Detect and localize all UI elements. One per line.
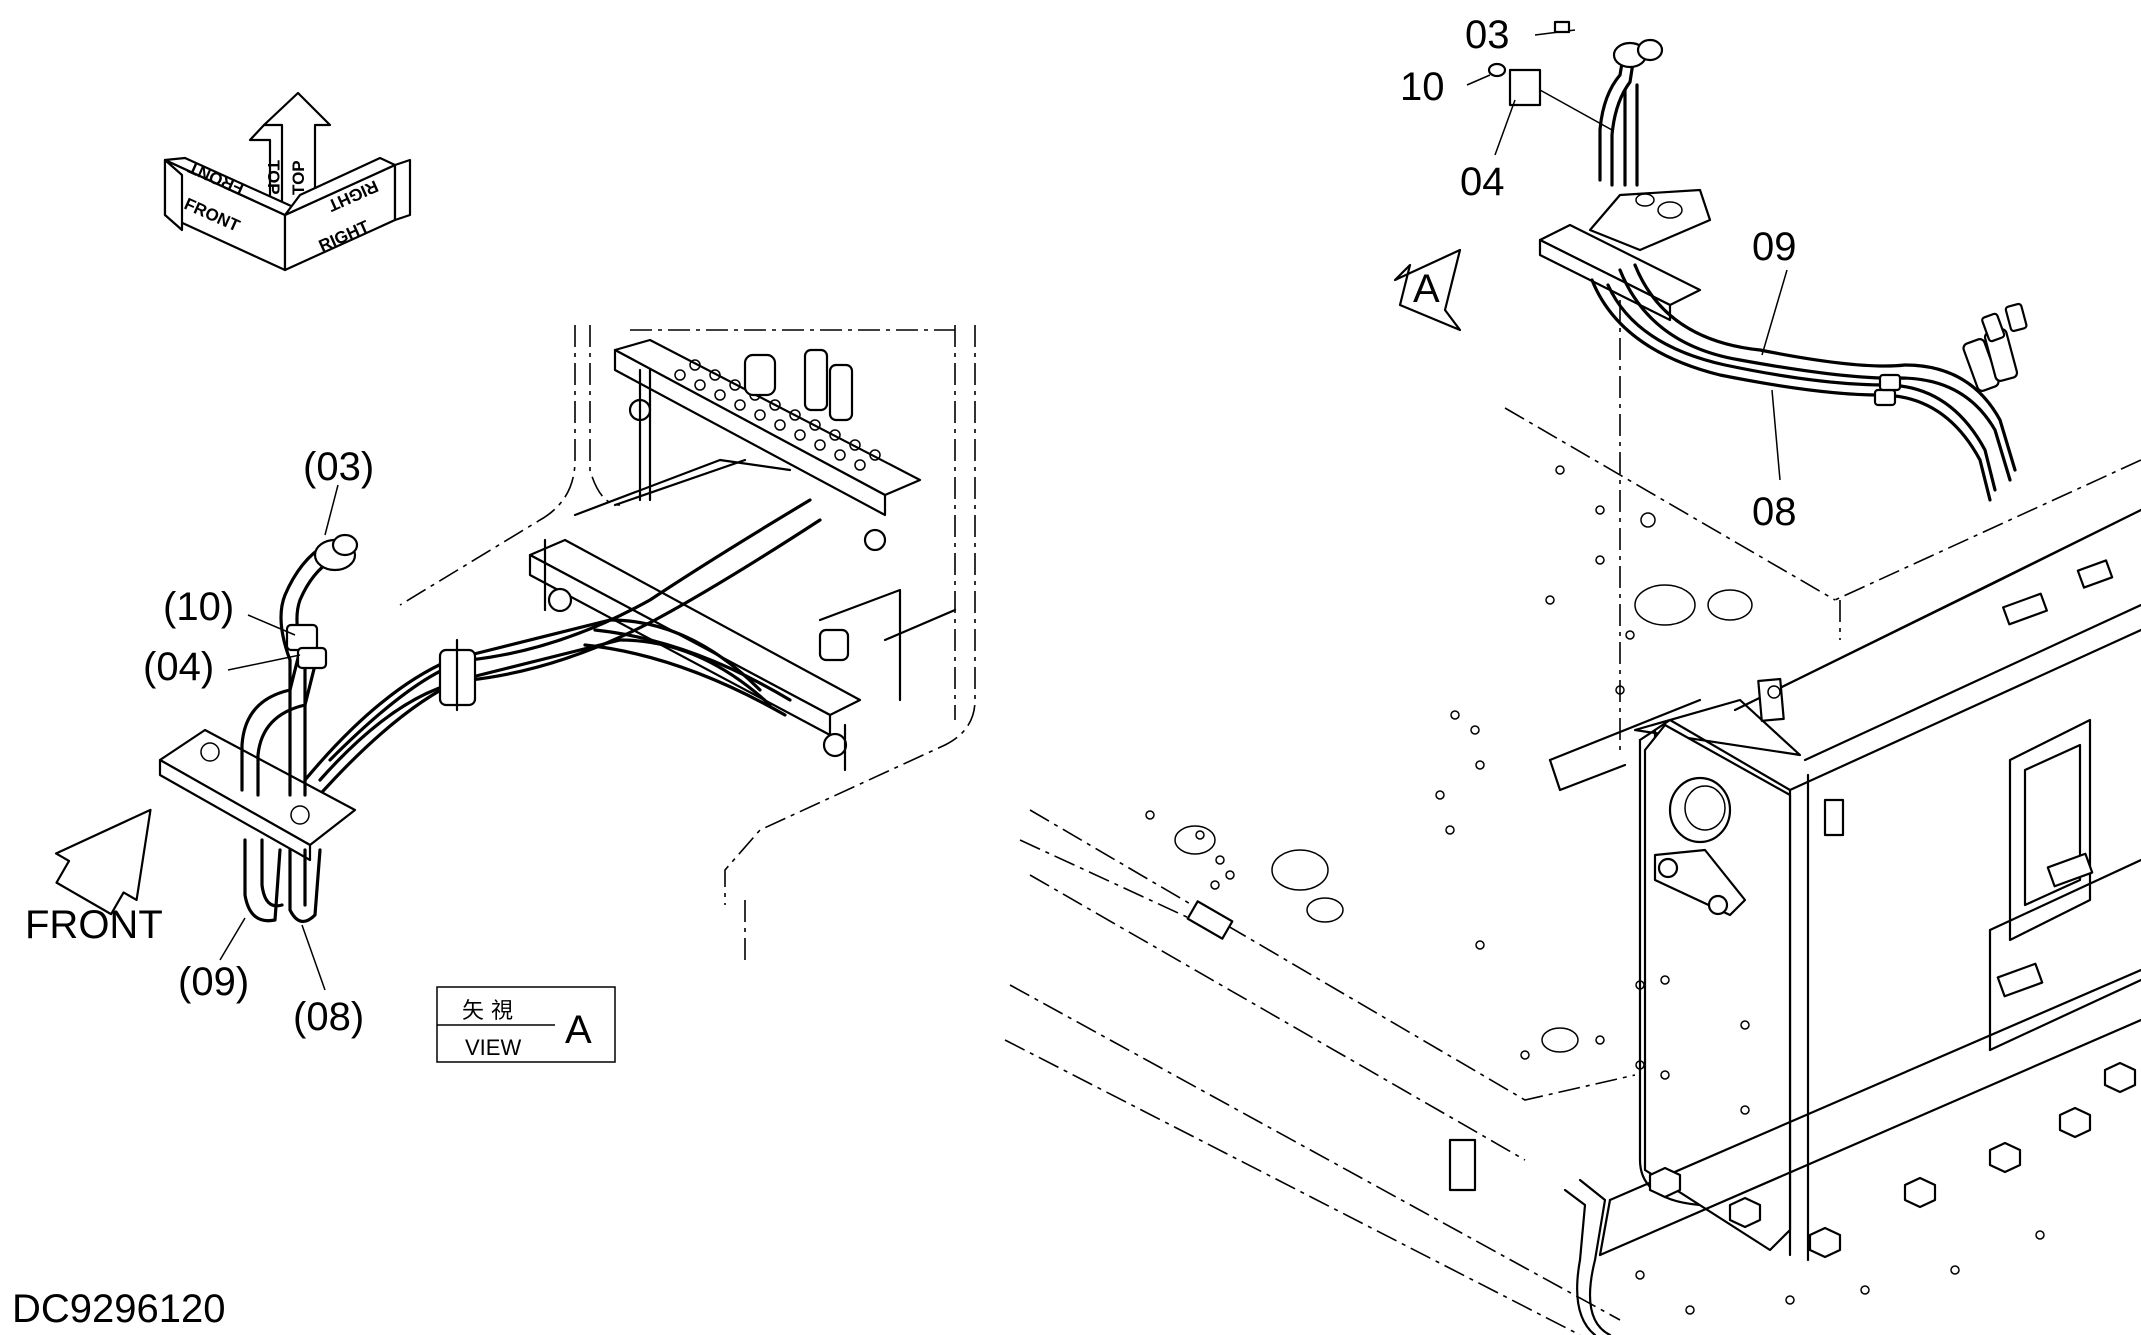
callout-09-right: 09 bbox=[1752, 225, 1797, 269]
callout-03-left: (03) bbox=[303, 445, 374, 489]
view-box-letter: A bbox=[565, 1008, 592, 1052]
drawing-number: DC9296120 bbox=[12, 1287, 226, 1331]
terminal-holes bbox=[674, 359, 881, 471]
main-assembly-view bbox=[1004, 38, 2141, 1335]
orientation-top-label: TOP bbox=[264, 160, 283, 195]
callout-08-left: (08) bbox=[293, 995, 364, 1039]
base-bolts bbox=[1598, 968, 2141, 1315]
floor-plate-holes bbox=[1145, 465, 1753, 1085]
callout-03-right: 03 bbox=[1465, 13, 1510, 57]
orientation-indicator: FRONT FRONT TOP TOP RIGHT RIGHT bbox=[163, 91, 412, 272]
callout-08-right: 08 bbox=[1752, 490, 1797, 534]
view-box-japanese: 矢 視 bbox=[462, 999, 513, 1024]
callout-10-left: (10) bbox=[163, 585, 234, 629]
callout-04-left: (04) bbox=[143, 645, 214, 689]
view-a-box: 矢 視 VIEW A bbox=[436, 986, 616, 1063]
view-marker-a: A bbox=[1413, 267, 1440, 311]
view-a-detail bbox=[54, 325, 976, 960]
callout-09-left: (09) bbox=[178, 960, 249, 1004]
view-box-view: VIEW bbox=[465, 1035, 521, 1060]
orientation-top-mirrored-label: TOP bbox=[289, 160, 308, 195]
callout-10-right: 10 bbox=[1400, 65, 1445, 109]
front-arrow-label: FRONT bbox=[25, 903, 163, 947]
callout-04-right: 04 bbox=[1460, 160, 1505, 204]
